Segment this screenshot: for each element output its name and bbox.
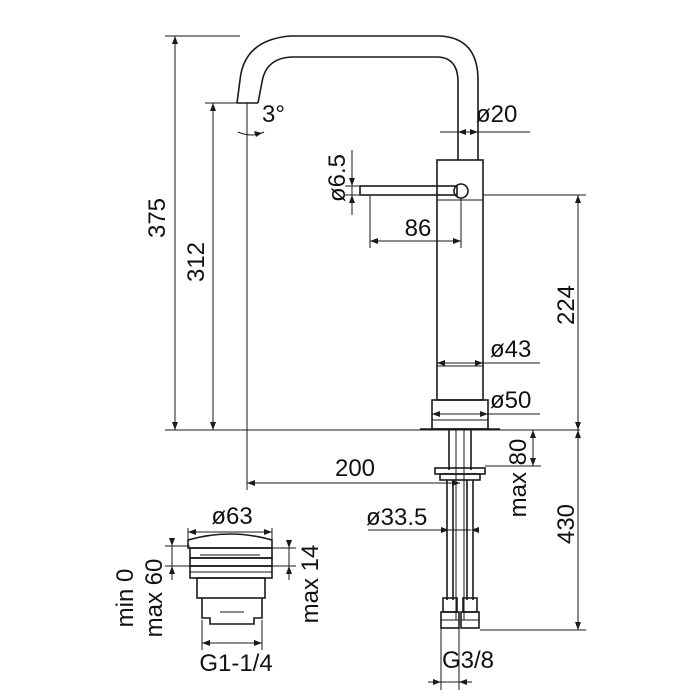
dim-waste-thread: G1-1/4	[199, 650, 272, 677]
dim-max-deck: max 80	[505, 439, 532, 518]
dim-spout-diameter: ø20	[476, 101, 517, 128]
waste-outline	[187, 533, 273, 625]
dim-waste-max: max 60	[141, 559, 168, 638]
dimension-lines: 375 312 3° ø20 ø6.5 86	[112, 35, 586, 690]
dim-waste-max-basin: max 14	[297, 545, 324, 624]
dim-spout-angle: 3°	[262, 101, 285, 128]
dim-connection-thread: G3/8	[442, 647, 494, 674]
dim-lever-diameter: ø6.5	[324, 154, 351, 202]
dim-spout-reach: 200	[335, 455, 375, 482]
dim-body-diameter: ø43	[490, 336, 531, 363]
dim-body-height: 224	[553, 285, 580, 325]
dim-base-diameter: ø50	[490, 387, 531, 414]
dim-hose-length: 430	[553, 504, 580, 544]
dim-lever-length: 86	[405, 215, 432, 242]
faucet-outline	[236, 35, 500, 629]
dim-waste-cap: ø63	[211, 503, 252, 530]
dim-waste-min: min 0	[112, 569, 139, 628]
dim-spout-height: 312	[183, 242, 210, 282]
dim-shank-diameter: ø33.5	[366, 504, 427, 531]
dim-total-height: 375	[144, 198, 171, 238]
